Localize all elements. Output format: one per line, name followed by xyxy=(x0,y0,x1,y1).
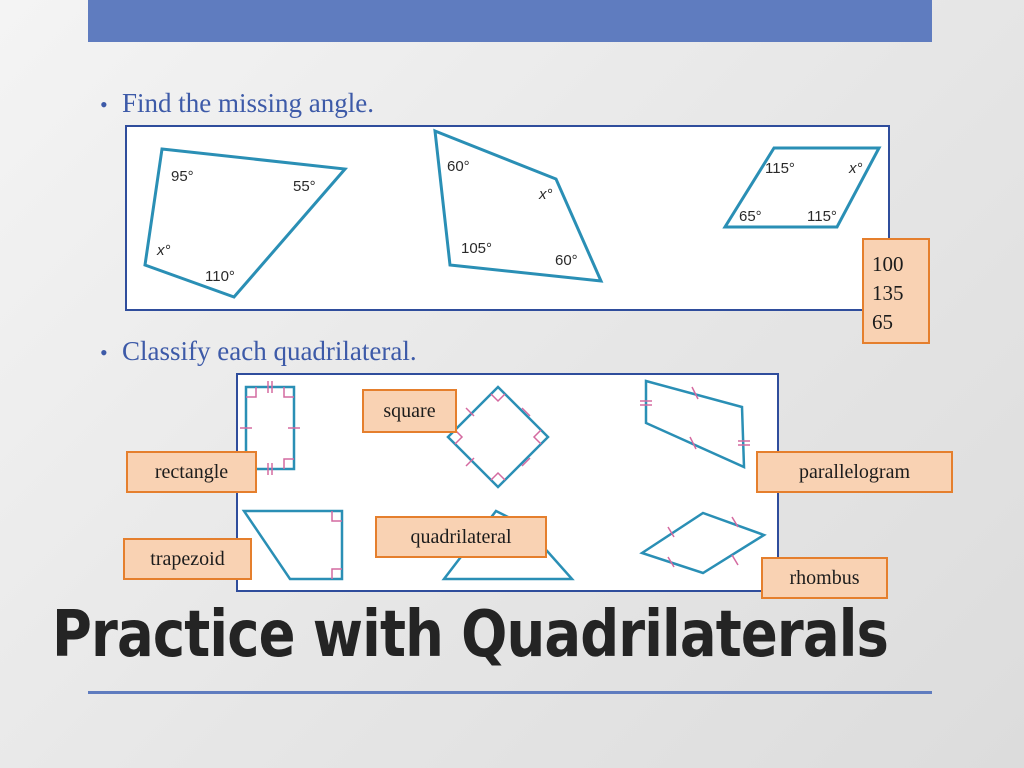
angle-label: 95° xyxy=(171,168,194,185)
quad-figure-1 xyxy=(143,147,349,299)
bullet-dot: • xyxy=(100,92,108,117)
angle-label: 65° xyxy=(739,208,762,225)
angle-label: 60° xyxy=(555,252,578,269)
quad-figure-2 xyxy=(433,128,604,283)
trapezoid-shape xyxy=(241,509,344,581)
angle-label: 105° xyxy=(461,240,492,257)
angle-label: 115° xyxy=(765,160,795,177)
angle-label: x° xyxy=(848,160,863,177)
parallelogram-figure-3 xyxy=(722,146,882,229)
angle-label: 115° xyxy=(807,208,837,225)
answers-box: 100 135 65 xyxy=(862,238,930,344)
label-quadrilateral: quadrilateral xyxy=(375,516,547,558)
angle-label: x° xyxy=(156,242,171,259)
label-trapezoid: trapezoid xyxy=(123,538,252,580)
top-accent-bar xyxy=(88,0,932,42)
angle-figures-panel: 95° 55° x° 110° 60° x° 105° 60° 115° x° … xyxy=(125,125,890,311)
label-rhombus: rhombus xyxy=(761,557,888,599)
bullet-text: Find the missing angle. xyxy=(122,88,374,118)
bullet-text: Classify each quadrilateral. xyxy=(122,336,417,366)
answer-value: 135 xyxy=(872,281,904,305)
angle-label: x° xyxy=(538,186,553,203)
label-square: square xyxy=(362,389,457,433)
slide-title: Practice with Quadrilaterals xyxy=(52,598,889,672)
parallelogram-shape xyxy=(644,379,746,469)
classify-figures-panel xyxy=(236,373,779,592)
answer-value: 65 xyxy=(872,310,893,334)
bullet-find-angle: • Find the missing angle. xyxy=(100,88,374,119)
angle-label: 60° xyxy=(447,158,470,175)
angle-label: 110° xyxy=(205,268,235,285)
answer-value: 100 xyxy=(872,252,904,276)
bullet-dot: • xyxy=(100,340,108,365)
square-shape xyxy=(446,385,550,489)
classify-figures-drawing xyxy=(240,379,767,581)
rhombus-shape xyxy=(639,511,767,575)
bullet-classify: • Classify each quadrilateral. xyxy=(100,336,417,367)
angle-label: 55° xyxy=(293,178,316,195)
label-rectangle: rectangle xyxy=(126,451,257,493)
angle-figures-drawing: 95° 55° x° 110° 60° x° 105° 60° 115° x° … xyxy=(143,128,882,299)
label-parallelogram: parallelogram xyxy=(756,451,953,493)
title-underline xyxy=(88,691,932,694)
